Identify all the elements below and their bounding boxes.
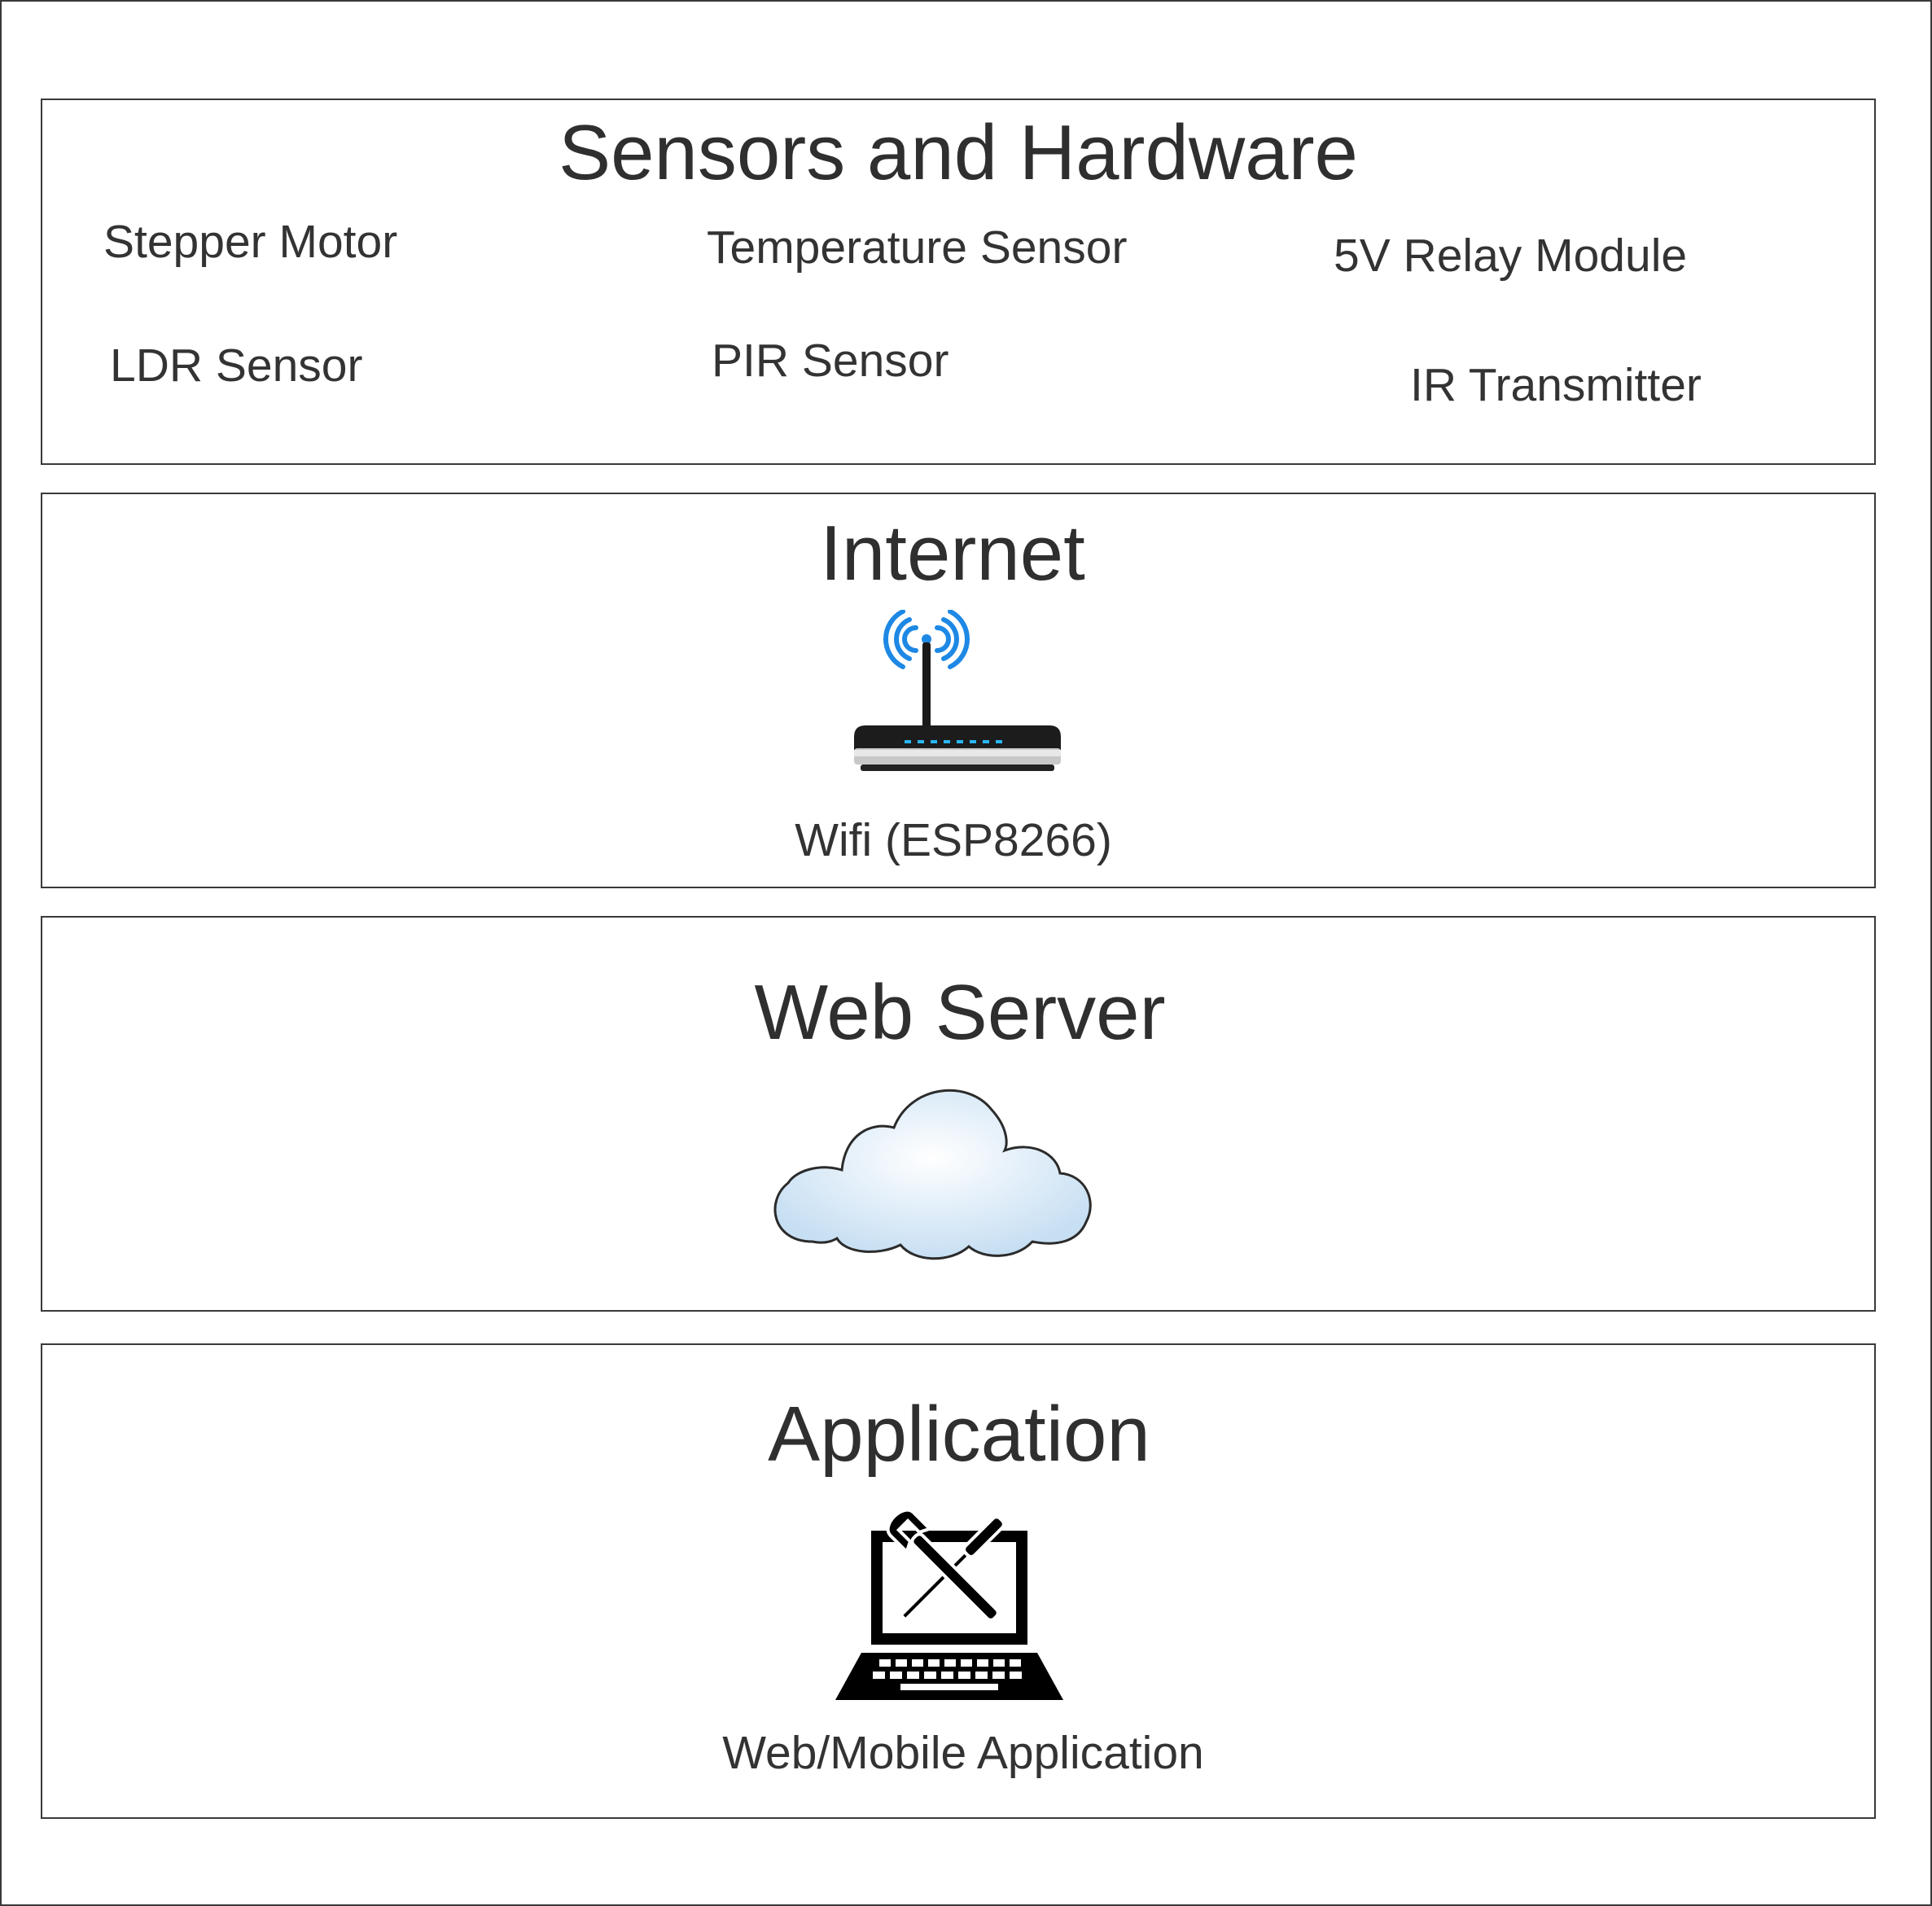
layer-title-internet: Internet bbox=[820, 510, 1085, 597]
item-ldr-sensor: LDR Sensor bbox=[110, 340, 363, 392]
wifi-router-icon bbox=[854, 610, 1061, 771]
layer-sensors-hardware: Sensors and Hardware Stepper Motor Tempe… bbox=[41, 99, 1876, 465]
layer-title-sensors: Sensors and Hardware bbox=[559, 109, 1358, 196]
layer-application: Application Web/Mobile Application bbox=[41, 1343, 1876, 1819]
layer-title-application: Application bbox=[768, 1391, 1150, 1478]
item-relay-module: 5V Relay Module bbox=[1334, 230, 1688, 282]
item-ir-transmitter: IR Transmitter bbox=[1410, 359, 1702, 411]
item-pir-sensor: PIR Sensor bbox=[712, 335, 949, 387]
application-caption: Web/Mobile Application bbox=[722, 1727, 1204, 1779]
item-stepper-motor: Stepper Motor bbox=[103, 216, 398, 268]
layer-web-server: Web Server bbox=[41, 916, 1876, 1312]
layer-title-web-server: Web Server bbox=[754, 969, 1166, 1056]
layer-internet: Internet Wifi (ESP8266) bbox=[41, 493, 1876, 888]
cloud-icon bbox=[773, 1089, 1092, 1260]
laptop-tools-icon bbox=[835, 1508, 1063, 1700]
item-temperature-sensor: Temperature Sensor bbox=[707, 221, 1128, 274]
internet-caption: Wifi (ESP8266) bbox=[795, 814, 1112, 866]
